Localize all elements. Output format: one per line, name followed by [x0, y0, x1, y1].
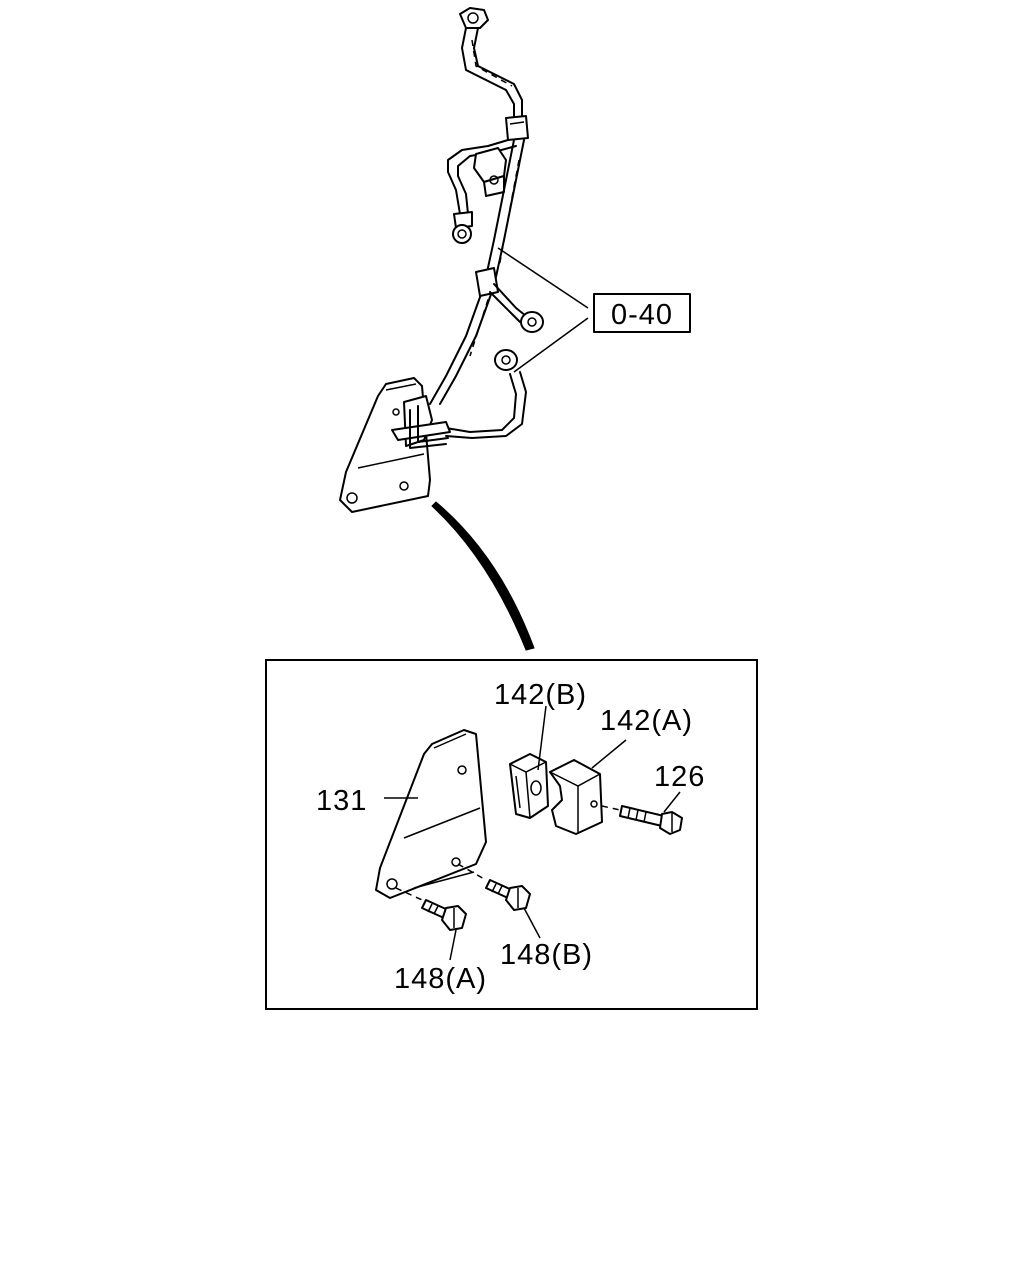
upper-clip [473, 147, 507, 197]
clamp-142a [549, 759, 603, 835]
upper-bracket [339, 377, 451, 513]
bracket-plate-131 [375, 729, 487, 899]
part-label-142b: 142(B) [494, 679, 587, 711]
pipe-assembly [429, 7, 589, 439]
detail-frame [265, 659, 758, 1010]
right-banjo [494, 349, 518, 371]
bolt-126 [601, 805, 683, 835]
part-label-148b: 148(B) [500, 939, 593, 971]
part-label-131: 131 [316, 785, 367, 817]
reference-label: 0-40 [611, 299, 673, 331]
part-label-126: 126 [654, 761, 705, 793]
insulator-142b [509, 753, 549, 819]
upper-left-banjo [452, 211, 473, 244]
part-label-148a: 148(A) [394, 963, 487, 995]
reference-box: 0-40 [593, 293, 691, 333]
part-label-142a: 142(A) [600, 705, 693, 737]
detail-arrow [431, 501, 535, 651]
bolt-148b [457, 863, 531, 911]
mid-banjo [520, 311, 544, 333]
top-fitting [459, 7, 489, 29]
bolt-148a [395, 887, 467, 931]
